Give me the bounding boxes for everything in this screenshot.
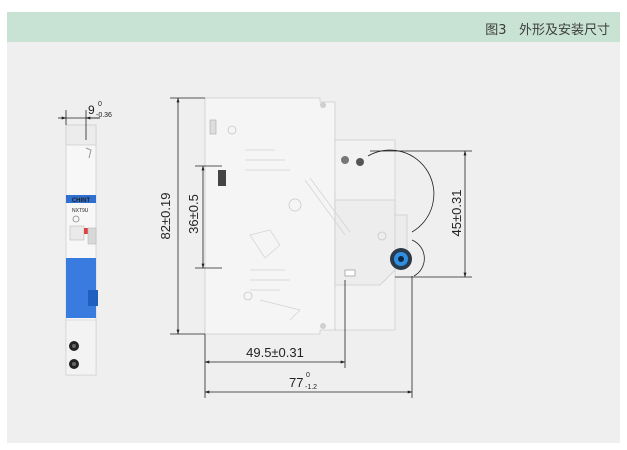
figure-panel: 图3 外形及安装尺寸 <box>7 12 620 443</box>
side-view: CHINT NXT9U <box>65 124 98 376</box>
dim-width-upper-tol: 0 <box>98 101 102 108</box>
side-model-label: NXT9U <box>72 208 89 214</box>
dim-depth-overall-lower-tol: -1.2 <box>305 384 317 391</box>
dim-height-right: 45±0.31 <box>370 150 472 278</box>
side-brand-label: CHINT <box>72 198 91 204</box>
figure-title: 图3 外形及安装尺寸 <box>485 19 610 38</box>
dim-depth-base: 49.5±0.31 <box>204 280 346 398</box>
front-view <box>204 97 435 335</box>
dim-height-overall-label: 82±0.19 <box>158 193 173 240</box>
blue-handle-side <box>66 258 96 318</box>
figure-header: 图3 外形及安装尺寸 <box>7 12 620 42</box>
dim-height-inner-label: 36±0.5 <box>186 194 201 234</box>
figure-caption: 外形及安装尺寸 <box>518 23 610 38</box>
dim-height-inner: 36±0.5 <box>186 165 222 269</box>
brand-strip <box>66 195 96 203</box>
dim-depth-overall: 77 0 -1.2 <box>204 276 413 398</box>
dim-width-side: 9 0 -0.36 <box>58 101 112 140</box>
dim-depth-overall-upper-tol: 0 <box>306 372 310 379</box>
dim-depth-base-label: 49.5±0.31 <box>246 345 304 360</box>
dim-width-lower-tol: -0.36 <box>96 112 112 119</box>
figure-number: 图3 <box>485 23 507 38</box>
dim-width-base: 9 <box>88 103 95 117</box>
dim-depth-overall-base: 77 <box>289 375 303 390</box>
dim-height-overall: 82±0.19 <box>158 97 205 335</box>
dim-height-right-label: 45±0.31 <box>449 190 464 237</box>
